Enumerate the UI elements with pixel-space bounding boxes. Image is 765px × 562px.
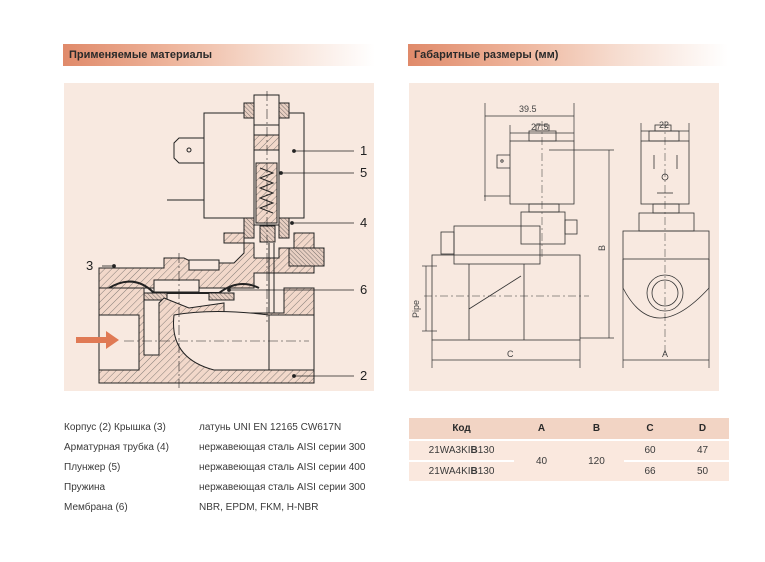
table-row: 21WA4KIB130 66 50 [409, 462, 729, 483]
valve-dimension-drawing: 39.5 27.5 22 C A B Pipe [409, 83, 719, 391]
materials-section-header: Применяемые материалы [63, 44, 375, 66]
cell-a: 40 [514, 441, 569, 483]
material-part: Плунжер (5) [64, 462, 121, 473]
callout-3: 3 [86, 258, 93, 273]
cell-code: 21WA4KIB130 [409, 462, 515, 483]
col-header-code: Код [409, 418, 515, 441]
cell-c: 66 [624, 462, 677, 483]
valve-section-svg: 1 5 4 3 6 2 [76, 91, 367, 388]
dimensions-section-header: Габаритные размеры (мм) [408, 44, 728, 66]
spring [258, 167, 275, 214]
valve-dimension-svg: 39.5 27.5 22 C A B Pipe [411, 103, 710, 368]
material-value: латунь UNI EN 12165 CW617N [199, 422, 342, 433]
cell-c: 60 [624, 441, 677, 462]
callout-6: 6 [360, 282, 367, 297]
col-header-c: C [624, 418, 677, 441]
material-value: нержавеющая сталь AISI серии 300 [199, 482, 366, 493]
dim-label-b: B [597, 245, 607, 251]
material-part: Пружина [64, 482, 106, 493]
col-header-d: D [676, 418, 729, 441]
diaphragm [108, 280, 260, 294]
material-value: нержавеющая сталь AISI серии 300 [199, 442, 366, 453]
dimensions-table: Код A B C D 21WA3KIB130 40 120 60 47 21W… [409, 418, 729, 483]
cell-b: 120 [568, 441, 625, 483]
dim-label-22: 22 [659, 120, 669, 130]
cell-d: 50 [676, 462, 729, 483]
coil-terminal [173, 137, 204, 164]
flow-direction-arrow [76, 331, 119, 349]
material-row: Пружина нержавеющая сталь AISI серии 300 [64, 478, 394, 498]
front-body [431, 254, 581, 341]
callout-5: 5 [360, 165, 367, 180]
valve-section-drawing: 1 5 4 3 6 2 [64, 83, 374, 391]
material-value: NBR, EPDM, FKM, H-NBR [199, 502, 319, 513]
dim-label-27-5: 27.5 [531, 122, 549, 132]
cell-code: 21WA3KIB130 [409, 441, 515, 462]
material-row: Арматурная трубка (4) нержавеющая сталь … [64, 438, 394, 458]
material-part: Мембрана (6) [64, 502, 128, 513]
callout-4: 4 [360, 215, 367, 230]
material-value: нержавеющая сталь AISI серии 400 [199, 462, 366, 473]
dim-label-pipe: Pipe [411, 300, 421, 318]
col-header-a: A [514, 418, 569, 441]
dim-label-c: C [507, 349, 514, 359]
cell-d: 47 [676, 441, 729, 462]
callout-2: 2 [360, 368, 367, 383]
dim-label-a: A [662, 349, 668, 359]
material-row: Плунжер (5) нержавеющая сталь AISI серии… [64, 458, 394, 478]
materials-list: Корпус (2) Крышка (3) латунь UNI EN 1216… [64, 418, 394, 518]
material-row: Корпус (2) Крышка (3) латунь UNI EN 1216… [64, 418, 394, 438]
table-row: 21WA3KIB130 40 120 60 47 [409, 441, 729, 483]
col-header-b: B [568, 418, 625, 441]
table-header-row: Код A B C D [409, 418, 729, 441]
callout-1: 1 [360, 143, 367, 158]
material-part: Корпус (2) Крышка (3) [64, 422, 166, 433]
dim-label-39-5: 39.5 [519, 104, 537, 114]
material-row: Мембрана (6) NBR, EPDM, FKM, H-NBR [64, 498, 394, 518]
material-part: Арматурная трубка (4) [64, 442, 169, 453]
